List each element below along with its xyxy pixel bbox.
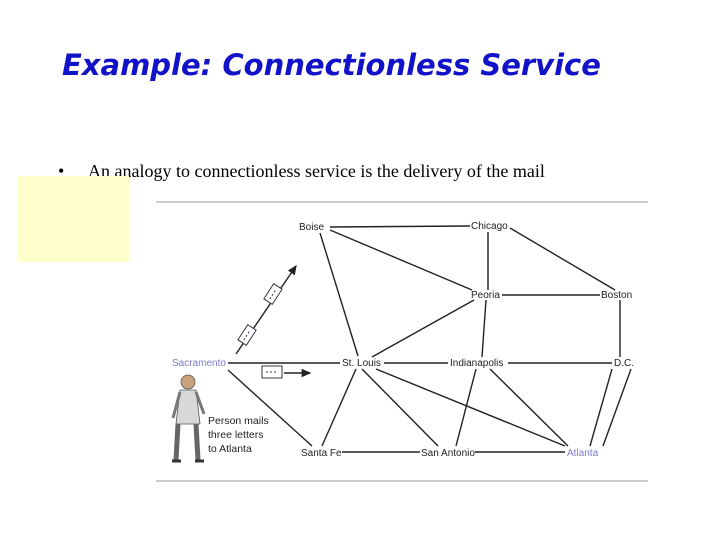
city-label-boston: Boston: [601, 290, 632, 301]
caption-line-1: Person mails: [208, 415, 269, 427]
route-boston-atlanta: [600, 300, 630, 446]
route-chicago-boston-arc: [508, 224, 624, 290]
caption-line-2: three letters: [208, 429, 263, 441]
route-lines: [228, 224, 630, 452]
route-chicago-boston: [510, 228, 615, 290]
route-boise-peoria: [330, 230, 472, 290]
city-label-peoria: Peoria: [471, 290, 500, 301]
city-label-indianapolis: Indianapolis: [450, 358, 503, 369]
city-label-chicago: Chicago: [471, 221, 508, 232]
route-st-louis-san-antonio: [362, 369, 438, 446]
city-label-santa-fe: Santa Fe: [301, 448, 342, 459]
route-dc-atlanta: [590, 369, 612, 446]
envelope-icon: [264, 284, 282, 305]
city-label-atlanta: Atlanta: [567, 448, 599, 459]
route-boise-chicago: [330, 226, 470, 227]
city-label-san-antonio: San Antonio: [421, 448, 475, 459]
envelope-icon: [262, 366, 282, 378]
route-dc-outer: [603, 369, 631, 446]
city-label-st-louis: St. Louis: [342, 358, 381, 369]
route-peoria-indianapolis: [482, 300, 486, 357]
envelope-icon: [238, 325, 256, 346]
route-boise-st-louis: [320, 233, 358, 356]
person-figure: [172, 375, 204, 461]
route-indianapolis-san-antonio: [456, 369, 476, 446]
route-indianapolis-atlanta: [490, 369, 568, 446]
city-label-boise: Boise: [299, 222, 324, 233]
city-label-dc: D.C.: [614, 358, 634, 369]
route-st-louis-atlanta: [376, 369, 565, 446]
caption-line-3: to Atlanta: [208, 443, 252, 455]
city-label-sacramento: Sacramento: [172, 358, 226, 369]
route-st-louis-santa-fe: [322, 369, 356, 446]
route-peoria-st-louis: [372, 300, 474, 357]
